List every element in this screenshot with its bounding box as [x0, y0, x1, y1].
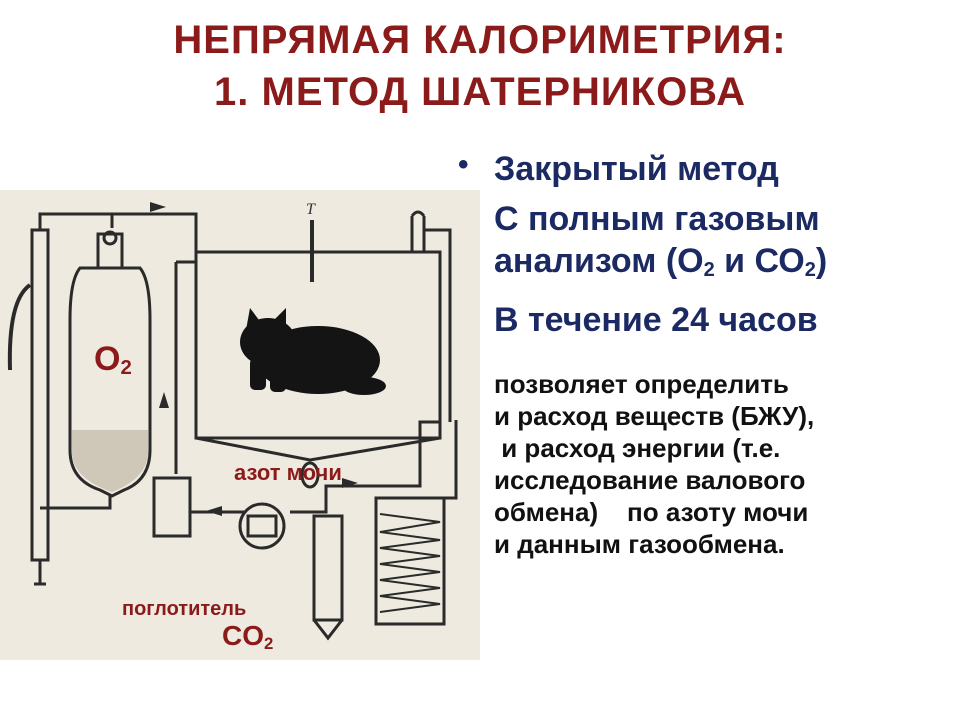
left-hose: [7, 283, 32, 371]
desc-line-4: исследование валового: [494, 465, 806, 495]
desc-line-6: и данным газообмена.: [494, 529, 785, 559]
desc-line-3: и расход энергии (т.е.: [494, 433, 781, 463]
urine-nitrogen-label: азот мочи: [234, 460, 342, 485]
bullet-closed-text: Закрытый метод: [494, 150, 779, 188]
title-line-2: 1. МЕТОД ШАТЕРНИКОВА: [214, 70, 746, 114]
absorber-bottom: [312, 619, 344, 641]
cooling-coil: [374, 496, 446, 626]
circulation-pump: [238, 502, 286, 550]
co2-subscript: 2: [804, 259, 816, 281]
chamber-funnel: [195, 436, 441, 462]
pump-piston: [246, 514, 278, 538]
manometer: [410, 210, 426, 252]
cat-silhouette: [240, 308, 386, 395]
title-line-1: НЕПРЯМАЯ КАЛОРИМЕТРИЯ:: [173, 18, 787, 62]
o2-subscript: 2: [703, 259, 715, 281]
oxygen-bottle-neck: [96, 232, 124, 270]
description-paragraph: позволяет определить и расход веществ (Б…: [494, 368, 954, 560]
bullet-gas-prefix: анализом (О: [494, 242, 704, 280]
arrow-right: [342, 478, 358, 488]
pump-box: [152, 476, 192, 538]
coil-spiral: [379, 513, 441, 613]
bullet-gas-line1: С полным газовым: [494, 200, 820, 238]
top-tube-left: [38, 212, 114, 230]
desc-line-1: позволяет определить: [494, 369, 789, 399]
paper-background: [0, 190, 480, 660]
bullet-duration: В течение 24 часов: [458, 295, 938, 341]
top-tube-mid: [112, 212, 198, 252]
oxygen-label-base: O: [94, 340, 121, 378]
co2-label-base: CO: [222, 620, 264, 651]
bullet-duration-text: В течение 24 часов: [494, 301, 818, 339]
right-riser: [424, 228, 452, 422]
urine-collector: [300, 461, 320, 489]
bottle-drain-tube: [40, 496, 112, 510]
oxygen-bottle: [68, 266, 152, 498]
thermometer-mark: T: [306, 201, 316, 218]
bottle-stopper: [102, 230, 118, 246]
apparatus-diagram: T: [0, 190, 480, 660]
bullet-closed-method: Закрытый метод: [458, 144, 938, 190]
arrow-up: [159, 392, 169, 408]
apparatus-figure: T O2 азот мочи поглотитель CO2: [0, 190, 480, 660]
co2-label: CO2: [222, 620, 273, 654]
bullet-gas-middle: и СО: [714, 242, 805, 280]
bottle-water: [72, 430, 148, 492]
coil-outlet: [444, 420, 458, 500]
bullet-list: Закрытый метод С полным газовым анализом …: [458, 144, 938, 349]
bullet-gas-suffix: ): [815, 242, 828, 280]
desc-line-2: и расход веществ (БЖУ),: [494, 401, 815, 431]
animal-chamber: [194, 250, 442, 440]
arrow-left: [206, 506, 222, 516]
co2-absorber: [312, 514, 344, 622]
slide-title: НЕПРЯМАЯ КАЛОРИМЕТРИЯ: 1. МЕТОД ШАТЕРНИК…: [0, 14, 960, 118]
desc-line-5: обмена) по азоту мочи: [494, 497, 809, 527]
absorber-label: поглотитель: [122, 598, 247, 620]
oxygen-label: O2: [94, 340, 132, 380]
oxygen-label-sub: 2: [120, 357, 132, 379]
pipework: [7, 210, 458, 641]
co2-label-sub: 2: [264, 634, 274, 653]
flow-arrows: [150, 202, 358, 516]
arrow-top: [150, 202, 166, 212]
